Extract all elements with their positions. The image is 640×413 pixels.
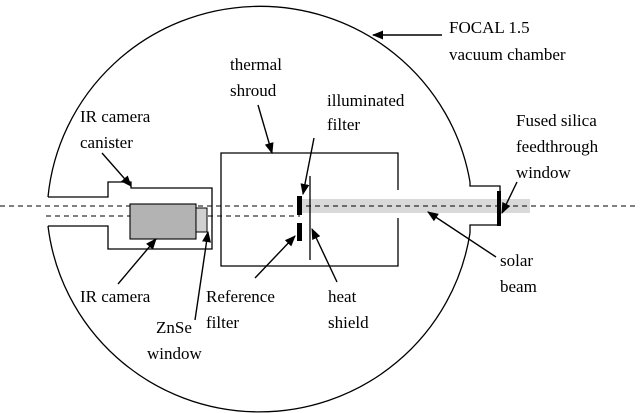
label-feedthrough: feedthrough bbox=[516, 137, 599, 156]
illuminated-filter bbox=[297, 196, 302, 215]
label-znse: ZnSe bbox=[156, 318, 192, 337]
thermal-shroud bbox=[220, 152, 399, 267]
label-vacuum-chamber: vacuum chamber bbox=[449, 45, 566, 64]
label-focal: FOCAL 1.5 bbox=[449, 18, 530, 37]
arrow-reference-filter bbox=[254, 235, 296, 279]
label-window-right: window bbox=[516, 163, 572, 182]
arrow-canister bbox=[101, 152, 132, 187]
arrow-shroud bbox=[257, 104, 274, 155]
ir-camera-canister bbox=[48, 181, 213, 250]
label-shroud: shroud bbox=[230, 81, 277, 100]
label-window-bottom: window bbox=[147, 344, 203, 363]
arrow-ir-camera bbox=[117, 238, 157, 285]
label-filter-top: filter bbox=[327, 115, 360, 134]
arrow-solar-beam bbox=[427, 211, 497, 258]
label-ir-camera: IR camera bbox=[80, 287, 151, 306]
arrow-illuminated-filter bbox=[300, 137, 315, 196]
label-filter-bottom: filter bbox=[206, 313, 239, 332]
ir-camera-lens bbox=[195, 207, 208, 233]
label-ir-camera-canister-1: IR camera bbox=[80, 107, 151, 126]
label-thermal: thermal bbox=[230, 55, 282, 74]
arrow-fused-silica bbox=[501, 181, 518, 215]
arrow-znse-window bbox=[194, 230, 211, 321]
label-heat: heat bbox=[328, 287, 357, 306]
label-reference: Reference bbox=[206, 287, 275, 306]
vacuum-chamber-wall bbox=[47, 5, 471, 413]
arrow-heat-shield bbox=[311, 227, 338, 283]
label-canister: canister bbox=[80, 133, 133, 152]
label-beam: beam bbox=[500, 277, 537, 296]
reference-filter bbox=[297, 223, 302, 241]
label-illuminated: illuminated bbox=[327, 91, 405, 110]
label-fused-silica: Fused silica bbox=[516, 111, 597, 130]
ir-camera-body bbox=[129, 203, 197, 240]
label-solar: solar bbox=[500, 251, 533, 270]
fused-silica-window bbox=[497, 191, 501, 226]
label-shield: shield bbox=[328, 313, 369, 332]
